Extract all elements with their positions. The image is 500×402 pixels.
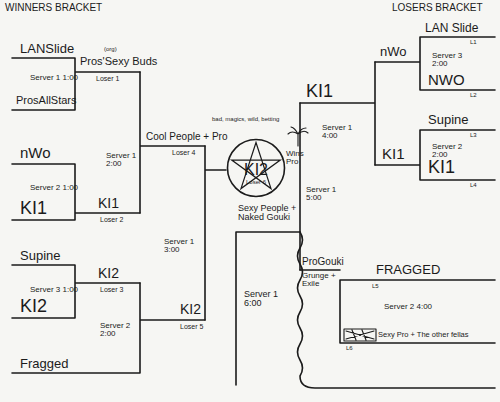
node-text: Loser 6 bbox=[246, 179, 266, 185]
bracket-text: KI2 bbox=[180, 302, 201, 317]
bracket-text: NWO bbox=[428, 72, 465, 88]
bracket-text: Sexy Pro + The other fellas bbox=[378, 331, 469, 339]
bracket-text: Cool People + Pro bbox=[146, 132, 227, 143]
bracket-text: bad, magics, wild, betting bbox=[212, 116, 279, 122]
bracket-line bbox=[375, 37, 495, 90]
node-text: KI2 bbox=[244, 162, 268, 179]
bracket-text: L5 bbox=[372, 283, 379, 289]
bracket-text: Server 1 1:00 bbox=[30, 74, 78, 82]
bracket-text: Supine bbox=[20, 249, 60, 263]
bracket-text: KI1 bbox=[306, 82, 333, 101]
bracket-text: Server 1 4:00 bbox=[322, 124, 358, 141]
bracket-line bbox=[12, 265, 140, 318]
bracket-line bbox=[12, 164, 140, 220]
scribble-box bbox=[344, 329, 376, 341]
bracket-line bbox=[300, 62, 375, 165]
bracket-text: KI1 bbox=[98, 196, 119, 211]
bracket-text: FRAGGED bbox=[376, 263, 440, 277]
bracket-text: L1 bbox=[470, 39, 477, 45]
bracket-text: Server 2 2:00 bbox=[100, 322, 136, 339]
bracket-text: Loser 1 bbox=[96, 75, 119, 82]
bracket-text: Server 3 1:00 bbox=[30, 286, 78, 294]
bracket-text: LOSERS BRACKET bbox=[392, 3, 483, 14]
winner-circle: KI2Loser 6 bbox=[226, 138, 286, 198]
bracket-text: KI2 bbox=[98, 266, 119, 281]
bracket-line bbox=[299, 103, 301, 270]
bracket-text: nWo bbox=[380, 45, 407, 59]
bracket-line bbox=[236, 232, 300, 385]
bracket-text: Loser 4 bbox=[172, 149, 195, 156]
bracket-text: KI2 bbox=[20, 297, 47, 316]
bracket-text: L3 bbox=[470, 132, 477, 138]
bracket-text: Wins Pro bbox=[286, 150, 302, 167]
bracket-line bbox=[12, 283, 205, 373]
bracket-text: Server 1 6:00 bbox=[244, 290, 284, 309]
palm-doodle bbox=[288, 127, 308, 146]
bracket-text: Server 1 3:00 bbox=[164, 238, 200, 255]
wavy-line bbox=[298, 232, 496, 388]
bracket-text: KI1 bbox=[20, 199, 47, 218]
bracket-text: LAN Slide bbox=[425, 22, 478, 35]
bracket-line bbox=[205, 146, 226, 320]
bracket-text: L6 bbox=[346, 345, 353, 351]
bracket-text: (org) bbox=[104, 46, 117, 52]
bracket-line bbox=[375, 130, 495, 180]
bracket-text: Fragged bbox=[20, 357, 68, 371]
bracket-text: WINNERS BRACKET bbox=[5, 3, 102, 14]
bracket-text: Server 2 1:00 bbox=[30, 184, 78, 192]
bracket-text: LANSlide bbox=[20, 42, 74, 56]
bracket-text: Loser 3 bbox=[100, 286, 123, 293]
bracket-line bbox=[140, 72, 205, 213]
bracket-text: KI1 bbox=[428, 158, 455, 177]
bracket-text: Server 1 5:00 bbox=[306, 186, 342, 203]
bracket-text: Server 3 2:00 bbox=[432, 52, 468, 69]
bracket-line bbox=[300, 270, 495, 343]
bracket-text: Loser 2 bbox=[100, 216, 123, 223]
bracket-text: KI1 bbox=[382, 146, 405, 162]
node-text-holder: KI2Loser 6 bbox=[226, 138, 286, 185]
bracket-text: Pros'Sexy Buds bbox=[80, 56, 157, 68]
bracket-text: Grunge + Exile bbox=[302, 272, 338, 289]
star-symbol bbox=[232, 143, 281, 189]
circle-shape bbox=[228, 140, 285, 197]
bracket-text: Supine bbox=[428, 113, 468, 127]
bracket-text: Server 1 2:00 bbox=[106, 152, 140, 169]
bracket-text: Server 2 4:00 bbox=[384, 303, 432, 311]
bracket-text: L2 bbox=[470, 92, 477, 98]
bracket-text: ProsAllStars bbox=[16, 95, 77, 107]
bracket-text: Loser 5 bbox=[180, 323, 203, 330]
bracket-text: ProGouki bbox=[302, 257, 344, 268]
bracket-text: L4 bbox=[470, 182, 477, 188]
bracket-text: nWo bbox=[20, 145, 51, 161]
bracket-text: Sexy People + Naked Gouki bbox=[238, 204, 300, 223]
